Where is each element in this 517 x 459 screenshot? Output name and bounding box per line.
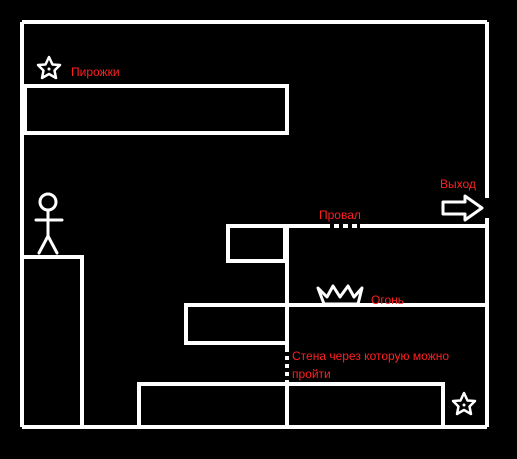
label-pit: Провал xyxy=(319,208,361,222)
label-pies: Пирожки xyxy=(71,65,120,79)
label-passable-wall-line1: Стена через которую можно xyxy=(292,349,449,363)
star-icon xyxy=(451,391,477,416)
label-passable-wall-line2: пройти xyxy=(292,367,331,381)
middle-ledge xyxy=(184,303,485,345)
start-pillar xyxy=(24,255,84,427)
label-fire: Огонь xyxy=(371,293,404,307)
stick-figure-icon xyxy=(34,192,64,255)
top-shelf-platform xyxy=(23,84,289,135)
fire-icon xyxy=(316,284,364,306)
label-exit: Выход xyxy=(440,177,476,191)
star-icon xyxy=(36,55,62,80)
middle-ledge-block xyxy=(184,303,289,345)
arrow-right-icon xyxy=(441,194,484,222)
bottom-step xyxy=(137,382,445,429)
